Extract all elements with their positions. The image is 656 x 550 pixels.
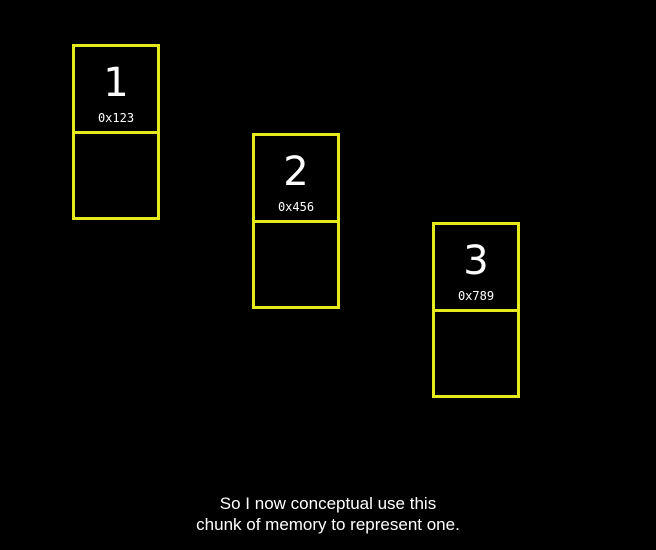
node-value-cell: 1 0x123 xyxy=(75,47,157,134)
node-value-cell: 2 0x456 xyxy=(255,136,337,223)
node-address: 0x456 xyxy=(277,200,315,214)
node-address: 0x123 xyxy=(97,111,135,125)
memory-node-2: 2 0x456 xyxy=(252,133,340,309)
node-pointer-cell xyxy=(75,134,157,217)
node-pointer-cell xyxy=(255,223,337,306)
subtitle-caption: So I now conceptual use this chunk of me… xyxy=(0,493,656,535)
node-address: 0x789 xyxy=(457,289,495,303)
caption-line-2: chunk of memory to represent one. xyxy=(196,515,460,534)
node-value: 2 xyxy=(283,149,309,195)
node-value: 3 xyxy=(463,238,489,284)
memory-node-3: 3 0x789 xyxy=(432,222,520,398)
caption-line-1: So I now conceptual use this xyxy=(219,494,437,513)
node-pointer-cell xyxy=(435,312,517,395)
node-value-cell: 3 0x789 xyxy=(435,225,517,312)
memory-node-1: 1 0x123 xyxy=(72,44,160,220)
node-value: 1 xyxy=(103,60,129,106)
